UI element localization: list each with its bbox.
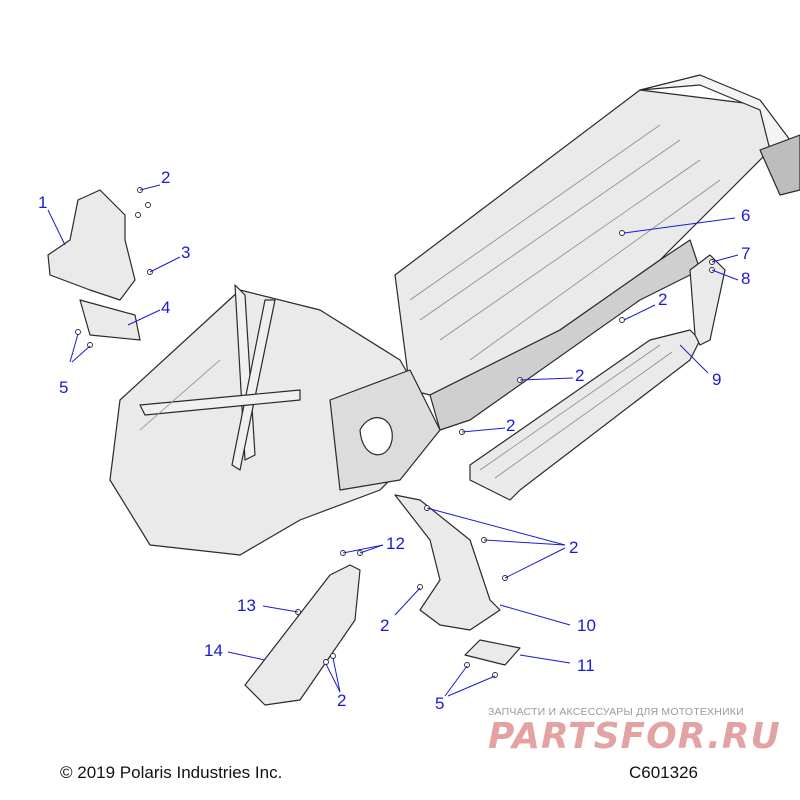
callout-2-mid: 2 (575, 366, 585, 385)
callout-4: 4 (161, 298, 171, 317)
callout-8: 8 (741, 269, 751, 288)
callout-5-bottom: 5 (435, 694, 445, 713)
callout-6: 6 (741, 206, 751, 225)
callout-2-bottom: 2 (337, 691, 347, 710)
callout-2-right: 2 (658, 290, 668, 309)
callout-10: 10 (577, 616, 596, 635)
drawing-id: C601326 (629, 763, 699, 782)
callout-2-center: 2 (506, 416, 516, 435)
part-11-plate (464, 639, 521, 666)
part-4-plate (79, 299, 141, 341)
callout-12: 12 (386, 534, 405, 553)
snow-flap (759, 134, 800, 196)
tunnel-body (394, 89, 771, 396)
copyright-notice: © 2019 Polaris Industries Inc. (60, 763, 283, 782)
callout-2-lower: 2 (380, 616, 390, 635)
watermark-logo: PARTSFOR.RU (488, 716, 781, 757)
callout-5-left: 5 (59, 378, 69, 397)
front-frame (109, 289, 441, 556)
part-9-running-board (469, 329, 701, 501)
callout-2-top: 2 (161, 168, 171, 187)
part-1-bracket (47, 189, 136, 301)
callout-7: 7 (741, 244, 751, 263)
callout-2-bracket: 2 (569, 538, 579, 557)
callout-13: 13 (237, 596, 256, 615)
callout-9: 9 (712, 370, 722, 389)
part-10-bracket (394, 494, 501, 631)
watermark-tagline: ЗАПЧАСТИ И АКСЕССУАРЫ ДЛЯ МОТОТЕХНИКИ (488, 706, 744, 718)
callout-3: 3 (181, 243, 191, 262)
callout-11: 11 (577, 656, 595, 675)
callout-14: 14 (204, 641, 223, 660)
callout-1: 1 (38, 193, 48, 212)
part-14-panel (244, 564, 361, 706)
